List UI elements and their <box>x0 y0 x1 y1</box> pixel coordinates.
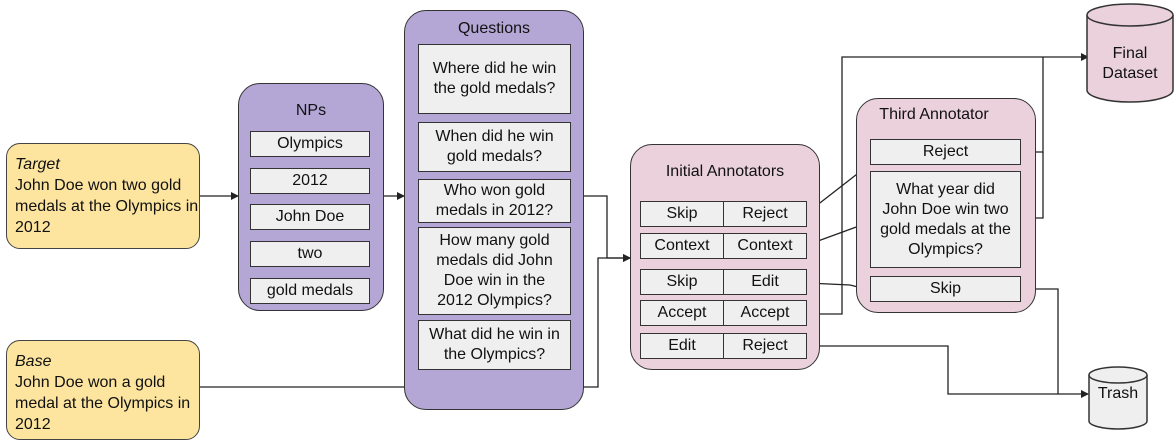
question-item: Where did he win the gold medals? <box>418 44 571 114</box>
third-item: Skip <box>870 276 1021 302</box>
target-label: Target <box>15 156 60 173</box>
np-item: 2012 <box>250 168 370 194</box>
initial-cell: Context <box>723 233 807 259</box>
initial-cell: Edit <box>723 269 807 295</box>
base-label: Base <box>15 353 52 370</box>
initial-cell: Skip <box>640 269 724 295</box>
initial-cell: Reject <box>723 333 807 359</box>
question-item: Who won gold medals in 2012? <box>418 179 571 223</box>
initial-cell: Skip <box>640 201 724 227</box>
initial-annotators-title: Initial Annotators <box>665 163 785 180</box>
questions-title: Questions <box>457 20 531 37</box>
np-item: gold medals <box>250 278 370 304</box>
arrow-reject-to-trash <box>807 345 1089 398</box>
third-item: What year did John Doe win two gold meda… <box>870 171 1021 268</box>
base-text: John Doe won a gold medal at the Olympic… <box>15 374 191 433</box>
initial-cell: Accept <box>640 300 724 326</box>
np-item: two <box>250 241 370 267</box>
base-box: Base John Doe won a gold medal at the Ol… <box>6 340 200 440</box>
third-annotator-title: Third Annotator <box>879 106 989 123</box>
initial-cell: Edit <box>640 333 724 359</box>
trash-label: Trash <box>1097 385 1139 402</box>
np-item: John Doe <box>250 204 370 230</box>
question-item: What did he win in the Olympics? <box>418 320 571 370</box>
initial-cell: Reject <box>723 201 807 227</box>
final-dataset-cylinder <box>1086 3 1174 103</box>
third-item: Reject <box>870 139 1021 165</box>
target-text: John Doe won two gold medals at the Olym… <box>15 177 199 236</box>
question-item: How many gold medals did John Doe win in… <box>418 227 571 315</box>
initial-cell: Accept <box>723 300 807 326</box>
trash-cylinder <box>1088 366 1148 430</box>
question-item: When did he win gold medals? <box>418 122 571 172</box>
target-box: Target John Doe won two gold medals at t… <box>6 143 200 249</box>
initial-cell: Context <box>640 233 724 259</box>
np-item: Olympics <box>250 131 370 157</box>
nps-panel <box>238 83 384 311</box>
nps-title: NPs <box>295 102 327 119</box>
final-dataset-label: Final Dataset <box>1102 45 1158 82</box>
